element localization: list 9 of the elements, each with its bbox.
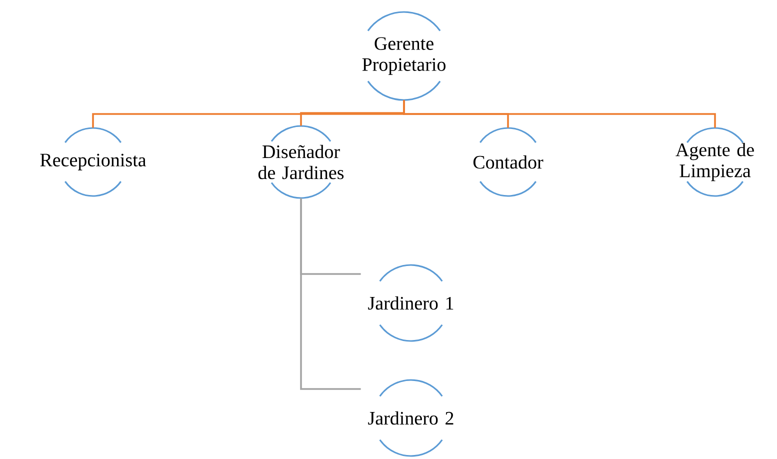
circle-node: Gerente Propietario [362,11,446,101]
circle-node: Diseñador de Jardines [258,125,344,199]
circle-node: Jardinero 1 [368,264,454,342]
circle-node: Agente de Limpieza [676,127,754,197]
circle-node: Jardinero 2 [368,379,454,457]
circle-node: Recepcionista [40,127,146,197]
connector-line [403,100,716,128]
circle-node: Contador [473,127,544,197]
connector-line [300,198,361,390]
